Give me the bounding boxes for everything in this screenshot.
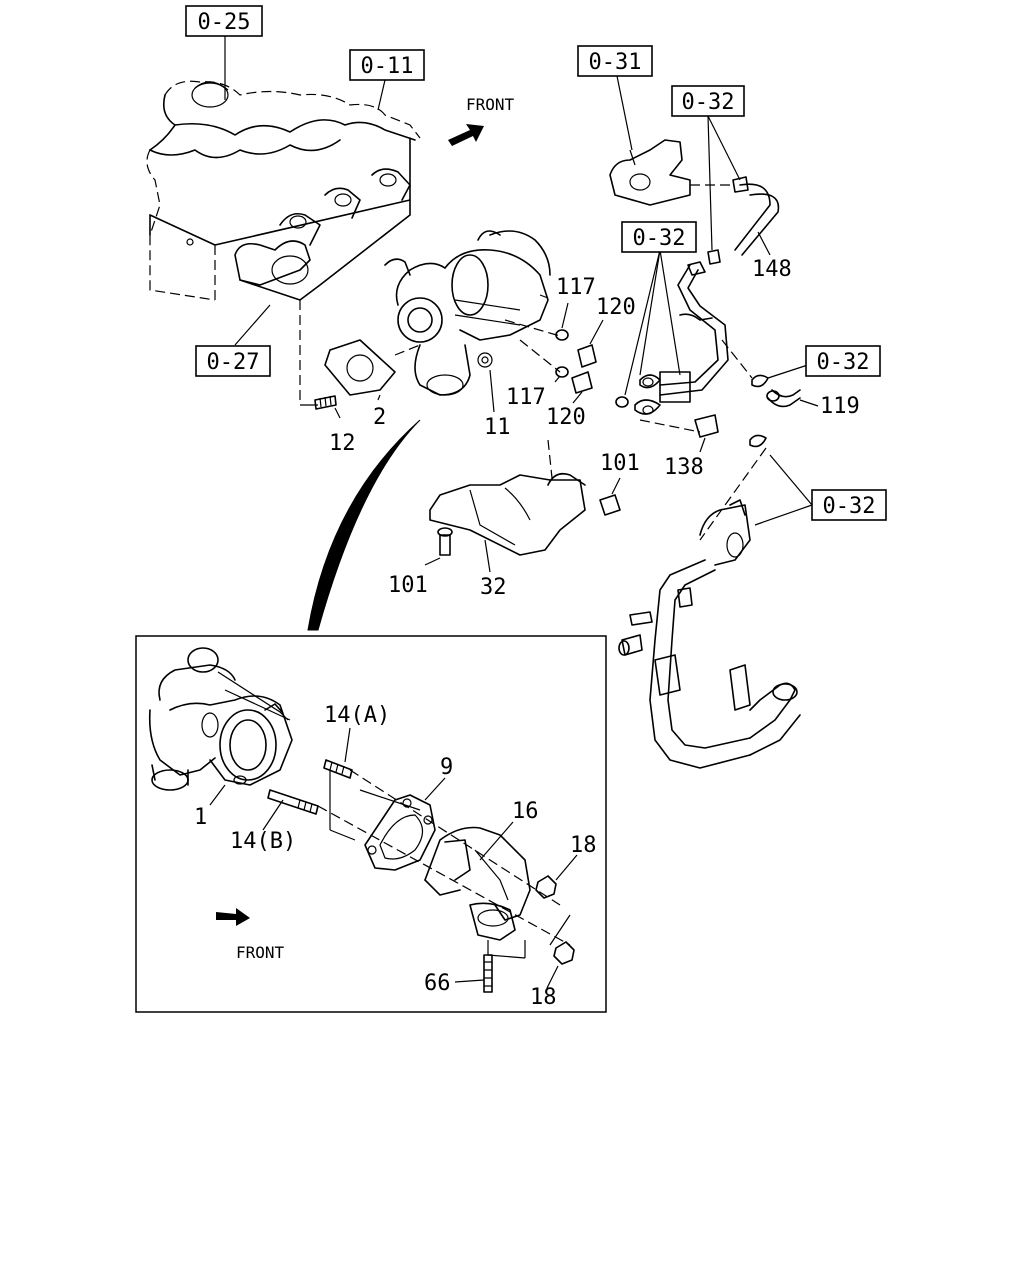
ref-box-0-32-c: 0-32 xyxy=(805,345,881,377)
part-label-138: 138 xyxy=(664,455,704,480)
part-label-18-upper: 18 xyxy=(570,833,597,858)
ref-box-0-27: 0-27 xyxy=(195,345,271,377)
gasket-2-drawing xyxy=(324,339,396,396)
svg-text:0-11: 0-11 xyxy=(361,54,414,79)
heat-shield-32-drawing xyxy=(429,472,621,556)
part-label-1: 1 xyxy=(194,805,207,830)
stud-12-drawing xyxy=(314,395,337,410)
front-arrow-upper xyxy=(448,124,484,146)
front-arrow-inset xyxy=(216,908,250,926)
leader-lines-upper xyxy=(224,36,821,573)
part-label-120-upper: 120 xyxy=(596,295,636,320)
part-label-101-right: 101 xyxy=(600,451,640,476)
front-label-upper: FRONT xyxy=(466,95,515,114)
svg-text:0-32: 0-32 xyxy=(633,226,686,251)
part-label-11: 11 xyxy=(484,415,511,440)
part-label-2: 2 xyxy=(373,405,386,430)
leader-lines-inset xyxy=(209,727,578,989)
part-label-148: 148 xyxy=(752,257,792,282)
part-label-119: 119 xyxy=(820,394,860,419)
part-label-9: 9 xyxy=(440,755,453,780)
part-label-101-left: 101 xyxy=(388,573,428,598)
svg-text:0-25: 0-25 xyxy=(198,10,251,35)
pipes-right-drawing xyxy=(609,139,801,769)
inset-leader-curve xyxy=(307,419,421,631)
part-label-117-upper: 117 xyxy=(556,275,596,300)
turbocharger-upper-drawing xyxy=(384,230,551,396)
part-label-16: 16 xyxy=(512,799,539,824)
part-label-14b: 14(B) xyxy=(230,829,296,854)
turbocharger-inset-drawing xyxy=(148,647,575,993)
svg-text:0-32: 0-32 xyxy=(682,90,735,115)
svg-text:0-32: 0-32 xyxy=(817,350,870,375)
engine-block-drawing xyxy=(146,80,421,301)
svg-text:0-31: 0-31 xyxy=(589,50,642,75)
part-label-117-lower: 117 xyxy=(506,385,546,410)
part-label-12: 12 xyxy=(329,431,356,456)
part-label-32: 32 xyxy=(480,575,507,600)
part-label-66: 66 xyxy=(424,971,451,996)
ref-box-0-32-b: 0-32 xyxy=(621,221,697,253)
part-label-14a: 14(A) xyxy=(324,703,390,728)
part-label-120-lower: 120 xyxy=(546,405,586,430)
washer-117-bolt-120-drawing xyxy=(555,329,597,394)
inset-box xyxy=(135,635,607,1013)
front-label-inset: FRONT xyxy=(236,943,285,962)
ref-box-0-25: 0-25 xyxy=(185,5,263,37)
svg-text:0-27: 0-27 xyxy=(207,350,260,375)
part-label-18-lower: 18 xyxy=(530,985,557,1010)
svg-text:0-32: 0-32 xyxy=(823,494,876,519)
ref-box-0-31: 0-31 xyxy=(577,45,653,77)
ref-box-0-11: 0-11 xyxy=(349,49,425,81)
ref-box-0-32-d: 0-32 xyxy=(811,489,887,521)
ref-box-0-32-a: 0-32 xyxy=(671,85,745,117)
